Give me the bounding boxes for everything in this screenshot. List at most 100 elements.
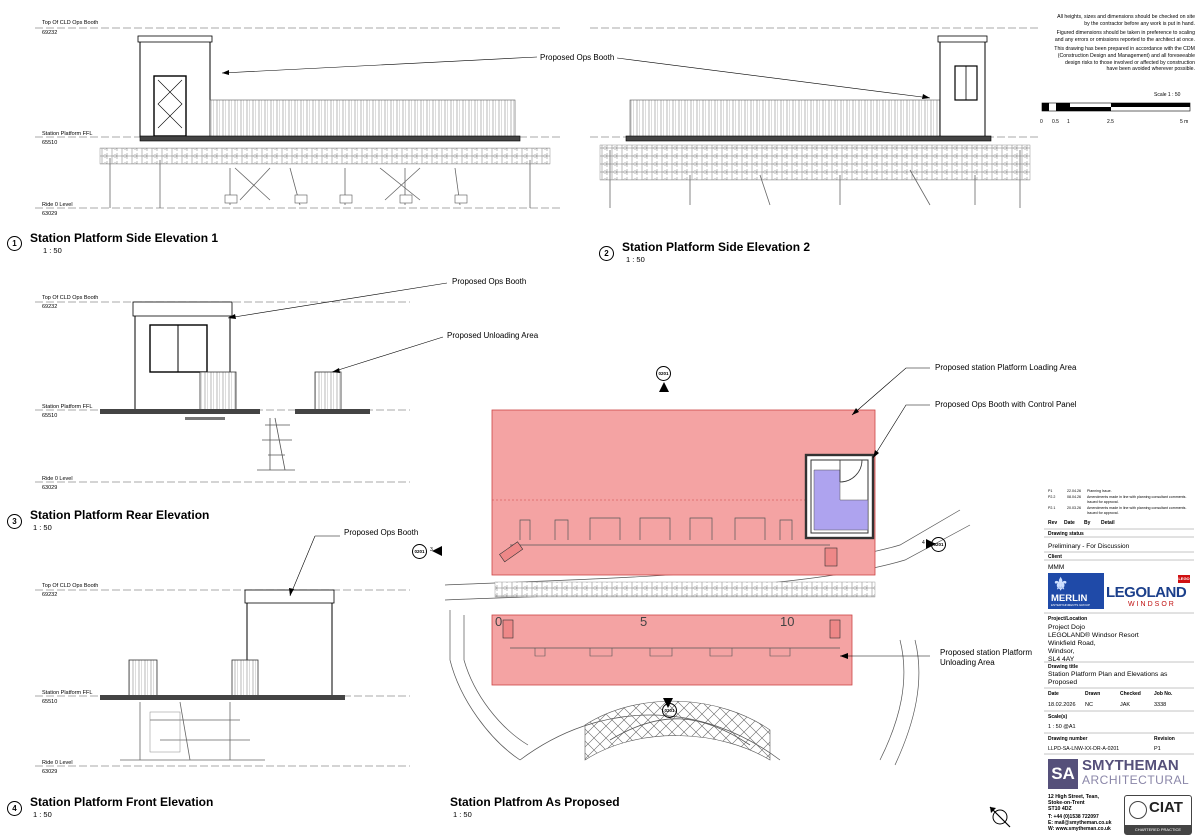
drawn-label: Drawn <box>1085 691 1101 697</box>
client: MMM <box>1048 564 1065 571</box>
drawn-by: NC <box>1085 702 1093 708</box>
view1-ops-booth-note: Proposed Ops Booth <box>540 53 615 62</box>
scale-bar-graphic <box>1041 102 1191 112</box>
view3-ops-booth-note: Proposed Ops Booth <box>452 277 527 286</box>
revision-list: P1 22.04.26 Planning Issue. P2.2 08.04.2… <box>1048 489 1194 515</box>
section-marker-1[interactable]: 0201 <box>656 366 671 381</box>
view1-top-level-value: 69232 <box>42 30 58 36</box>
view4-ffl-label: Station Platform FFL <box>42 690 93 696</box>
rev-header: Rev <box>1048 520 1058 526</box>
view4-ride-value: 63029 <box>42 769 58 775</box>
view1-ride-label: Ride 0 Level <box>42 202 73 208</box>
view3-top-level-label: Top Of CLD Ops Booth <box>42 295 99 301</box>
view1-ffl-value: 65510 <box>42 140 58 146</box>
date-header: Date <box>1064 520 1075 526</box>
ciat-emblem-icon <box>1129 801 1147 819</box>
revision-row: P2.2 08.04.26 Amendments made in line wi… <box>1048 495 1187 504</box>
project-label: Project/Location <box>1048 616 1088 622</box>
view1-elevation <box>99 35 551 208</box>
plan-marker-0: 0 <box>495 614 503 629</box>
plan-unloading-note-line2: Unloading Area <box>940 658 995 667</box>
view4-scale: 1 : 50 <box>33 810 52 819</box>
view3-ffl-value: 65510 <box>42 413 58 419</box>
plan-marker-5: 5 <box>640 614 648 629</box>
view2-elevation <box>599 35 1031 208</box>
practice-contacts: T: +44 (0)1538 722097 E: mail@smytheman.… <box>1048 814 1112 832</box>
view4-top-level-value: 69232 <box>42 592 58 598</box>
view3-ffl-label: Station Platform FFL <box>42 404 93 410</box>
view2-scale: 1 : 50 <box>626 255 645 264</box>
plan-ops-booth-panel-note: Proposed Ops Booth with Control Panel <box>935 400 1077 409</box>
scale-tick-0: 0 <box>1040 119 1043 125</box>
view1-scale: 1 : 50 <box>43 246 62 255</box>
plan-marker-10: 10 <box>780 614 795 629</box>
north-arrow-icon <box>989 806 1011 828</box>
scale-value: 1 : 50 @A1 <box>1048 724 1076 730</box>
ciat-badge: CIAT CHARTERED PRACTICE <box>1124 795 1192 835</box>
general-notes: All heights, sizes and dimensions should… <box>1054 14 1195 73</box>
view1-ride-value: 63029 <box>42 211 58 217</box>
view3-ride-label: Ride 0 Level <box>42 476 73 482</box>
view2-title: Station Platform Side Elevation 2 <box>622 240 811 254</box>
view3-scale: 1 : 50 <box>33 523 52 532</box>
scale-label: Scale(s) <box>1048 714 1068 720</box>
view3-unloading-note: Proposed Unloading Area <box>447 331 539 340</box>
view2-number-bubble: 2 <box>599 246 614 261</box>
legoland-logo: LEGO LEGOLAND WINDSOR <box>1106 575 1190 608</box>
revision-row: P2.1 20.03.26 Amendments made in line wi… <box>1048 506 1187 515</box>
view1-number-bubble: 1 <box>7 236 22 251</box>
drawing-date: 18.02.2026 <box>1048 702 1076 708</box>
scale-tick-05: 0.5 <box>1052 119 1059 125</box>
title-block-frame <box>1044 528 1194 755</box>
revision-row: P1 22.04.26 Planning Issue. <box>1048 489 1112 493</box>
view1-title: Station Platform Side Elevation 1 <box>30 231 219 245</box>
practice-address: 12 High Street, Tean, Stoke-on-Trent ST1… <box>1048 794 1099 812</box>
view4-ffl-value: 65510 <box>42 699 58 705</box>
view3-top-level-value: 69232 <box>42 304 58 310</box>
scale-tick-5: 5 m <box>1180 119 1189 125</box>
view1-ffl-label: Station Platform FFL <box>42 131 93 137</box>
merlin-logo: ⚜ MERLIN ENTERTAINMENTS GROUP <box>1048 573 1104 609</box>
section-marker-3[interactable]: 0201 <box>412 544 427 559</box>
view4-number-bubble: 4 <box>7 801 22 816</box>
revision-label: Revision <box>1154 736 1175 742</box>
date-label: Date <box>1048 691 1059 697</box>
view4-top-level-label: Top Of CLD Ops Booth <box>42 583 99 589</box>
detail-header: Detail <box>1101 520 1115 526</box>
job-number: 3338 <box>1154 702 1167 708</box>
checked-by: JAK <box>1120 702 1131 708</box>
section-marker-3-num: 3 <box>430 547 433 553</box>
plan-unloading-note-line1: Proposed station Platform <box>940 648 1033 657</box>
section-marker-4[interactable]: 0201 <box>931 537 946 552</box>
project-address: Project Dojo LEGOLAND® Windsor Resort Wi… <box>1048 624 1139 663</box>
plan-loading-area-note: Proposed station Platform Loading Area <box>935 363 1077 372</box>
scale-bar-label: Scale 1 : 50 <box>1154 92 1181 98</box>
section-marker-2[interactable]: 0201 <box>662 703 677 718</box>
drawing-number-label: Drawing number <box>1048 736 1088 742</box>
client-label: Client <box>1048 554 1062 560</box>
view4-elevation <box>100 535 345 761</box>
view1-top-level-label: Top Of CLD Ops Booth <box>42 20 99 26</box>
checked-label: Checked <box>1120 691 1141 697</box>
view4-title: Station Platform Front Elevation <box>30 795 214 809</box>
jobno-label: Job No. <box>1154 691 1173 697</box>
plan-scale: 1 : 50 <box>453 810 472 819</box>
view4-ops-booth-note: Proposed Ops Booth <box>344 528 419 537</box>
smytheman-logo-mark: SA <box>1048 759 1078 789</box>
drawing-title: Station Platform Plan and Elevations as … <box>1048 671 1168 686</box>
plan-title: Station Platfrom As Proposed <box>450 795 620 809</box>
section-marker-1-num: 1 <box>662 385 665 391</box>
practice-name-sub: ARCHITECTURAL <box>1082 773 1190 787</box>
scale-tick-25: 2.5 <box>1107 119 1114 125</box>
drawing-number: LLPD-SA-LNW-XX-DR-A-0201 <box>1048 746 1120 752</box>
revision-value: P1 <box>1154 746 1161 752</box>
view4-ride-label: Ride 0 Level <box>42 760 73 766</box>
plan-view <box>432 367 1011 828</box>
scale-tick-1: 1 <box>1067 119 1070 125</box>
view3-number-bubble: 3 <box>7 514 22 529</box>
practice-name: SMYTHEMAN <box>1082 757 1179 774</box>
view3-elevation <box>100 282 448 471</box>
section-marker-4-num: 4 <box>922 540 925 546</box>
